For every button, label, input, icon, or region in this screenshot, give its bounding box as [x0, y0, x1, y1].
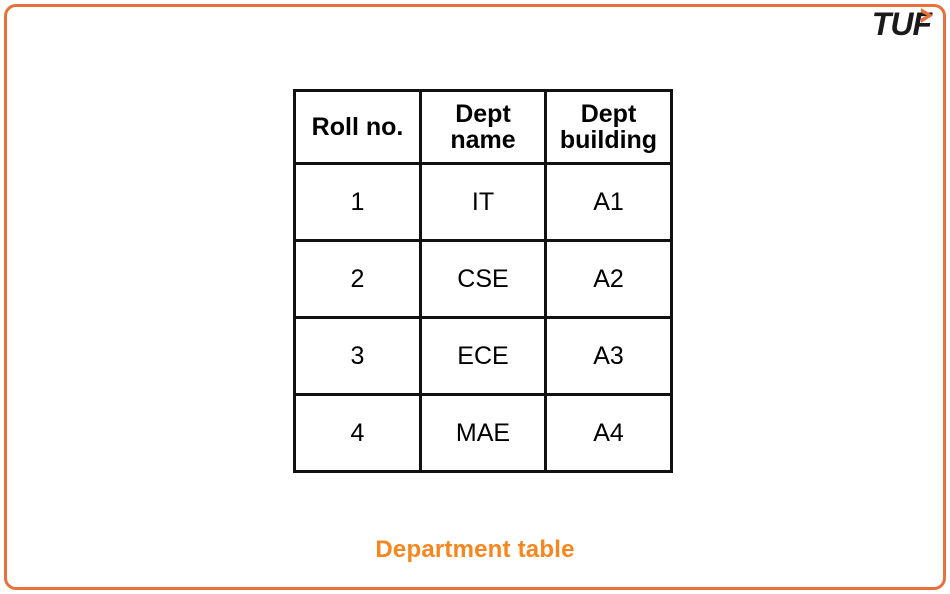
cell-dept-name: MAE: [419, 393, 547, 473]
chevron-right-icon: [921, 8, 933, 23]
cell-dept-building: A4: [544, 393, 673, 473]
department-table: Roll no. Dept name Dept building 1 IT A1…: [293, 89, 673, 473]
cell-dept-name: IT: [419, 162, 547, 242]
table-row: 1 IT A1: [293, 162, 673, 242]
logo-wordmark: TUF: [871, 6, 932, 42]
cell-dept-building: A3: [544, 316, 673, 396]
cell-roll-no: 3: [293, 316, 422, 396]
table-header: Roll no. Dept name Dept building: [293, 89, 673, 165]
cell-roll-no: 1: [293, 162, 422, 242]
table-caption: Department table: [375, 536, 575, 563]
cell-dept-name: ECE: [419, 316, 547, 396]
table-row: 3 ECE A3: [293, 316, 673, 396]
cell-dept-name: CSE: [419, 239, 547, 319]
table-row: 2 CSE A2: [293, 239, 673, 319]
column-header-dept-name: Dept name: [419, 89, 547, 165]
tuf-logo: TUF: [872, 8, 936, 42]
column-header-dept-building: Dept building: [544, 89, 673, 165]
table-body: 1 IT A1 2 CSE A2 3 ECE A3 4 MAE A4: [293, 162, 673, 473]
cell-roll-no: 2: [293, 239, 422, 319]
cell-roll-no: 4: [293, 393, 422, 473]
department-table-container: Roll no. Dept name Dept building 1 IT A1…: [293, 89, 673, 473]
cell-dept-building: A2: [544, 239, 673, 319]
cell-dept-building: A1: [544, 162, 673, 242]
table-header-row: Roll no. Dept name Dept building: [293, 89, 673, 165]
table-row: 4 MAE A4: [293, 393, 673, 473]
column-header-roll-no: Roll no.: [293, 89, 422, 165]
